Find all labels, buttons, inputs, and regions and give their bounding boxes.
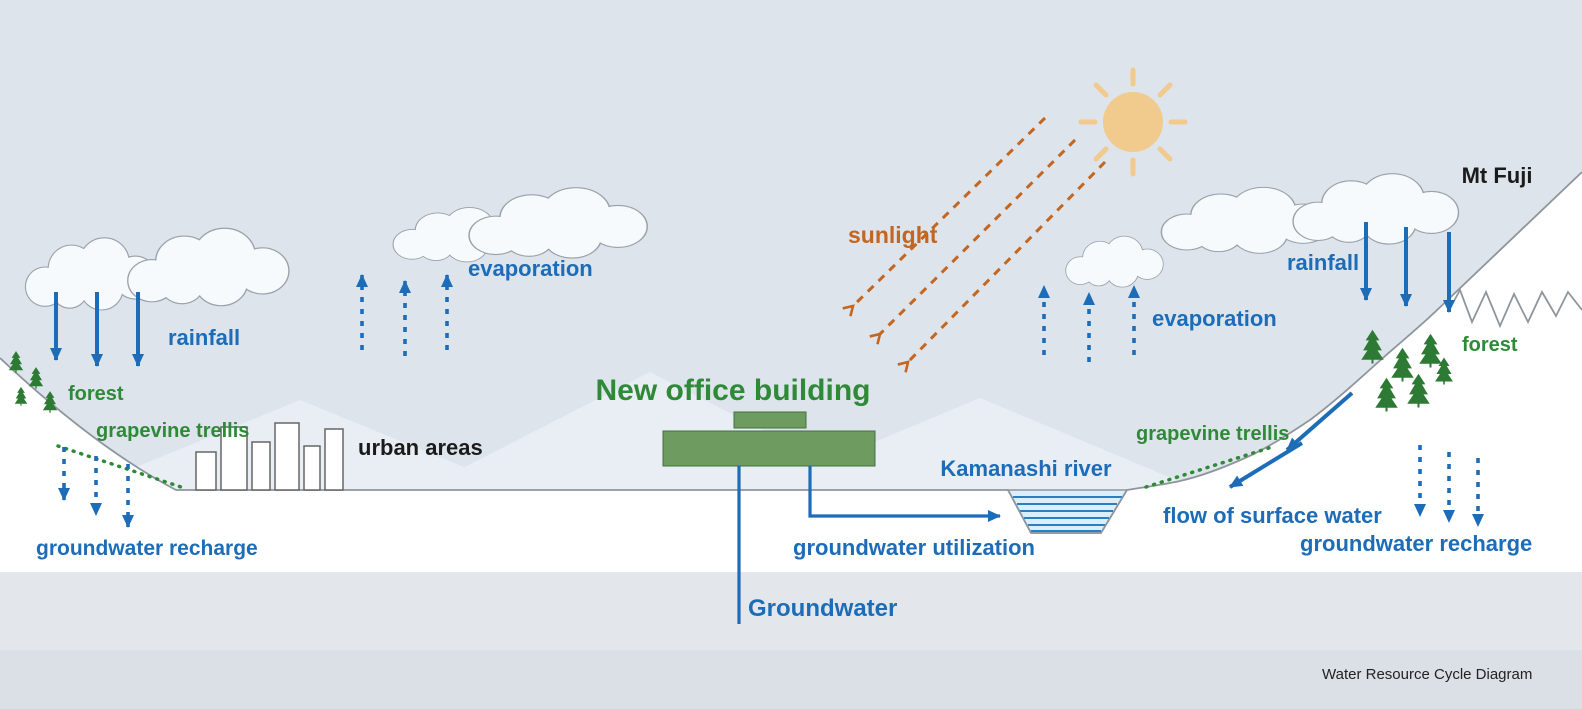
groundwater-utilization-pipe xyxy=(808,466,1001,522)
underground-band-lower xyxy=(0,650,1582,709)
grapevine-trellis-line-left xyxy=(56,444,186,490)
label-groundwater-recharge-left: groundwater recharge xyxy=(36,537,258,560)
diagram-caption: Water Resource Cycle Diagram xyxy=(1322,666,1532,683)
label-groundwater: Groundwater xyxy=(748,595,897,622)
river-water-lines xyxy=(1013,496,1122,532)
label-rainfall-left: rainfall xyxy=(168,325,240,350)
label-flow-of-surface-water: flow of surface water xyxy=(1163,503,1382,528)
evaporation-arrows-left xyxy=(356,274,453,356)
label-groundwater-utilization: groundwater utilization xyxy=(793,535,1035,560)
terrain-surface-line xyxy=(0,171,1582,534)
label-groundwater-recharge-right: groundwater recharge xyxy=(1300,531,1532,556)
sunlight-arrows xyxy=(842,116,1107,373)
label-urban-areas: urban areas xyxy=(358,435,483,460)
label-sunlight: sunlight xyxy=(848,222,938,248)
label-rainfall-right: rainfall xyxy=(1287,250,1359,275)
groundwater-recharge-arrows-left xyxy=(58,447,134,528)
label-evaporation-right: evaporation xyxy=(1152,306,1277,331)
label-mt-fuji: Mt Fuji xyxy=(1462,163,1533,188)
rainfall-arrows-left xyxy=(50,292,144,367)
label-forest-right: forest xyxy=(1462,334,1518,356)
underground-band-upper xyxy=(0,572,1582,650)
office-building xyxy=(662,411,876,467)
label-grapevine-trellis-right: grapevine trellis xyxy=(1136,423,1289,445)
snow-line-zigzag xyxy=(1447,287,1582,329)
label-grapevine-trellis-left: grapevine trellis xyxy=(96,420,249,442)
surface-water-flow-arrows xyxy=(1228,391,1354,489)
sun-icon xyxy=(1078,67,1188,177)
rainfall-arrows-right xyxy=(1360,222,1455,313)
urban-buildings xyxy=(195,422,344,491)
label-evaporation-left: evaporation xyxy=(468,256,593,281)
river xyxy=(1006,489,1129,534)
label-forest-left: forest xyxy=(68,383,124,405)
label-kamanashi-river: Kamanashi river xyxy=(940,456,1112,481)
label-new-office-building: New office building xyxy=(596,374,871,407)
grapevine-trellis-line-right xyxy=(1144,445,1274,489)
